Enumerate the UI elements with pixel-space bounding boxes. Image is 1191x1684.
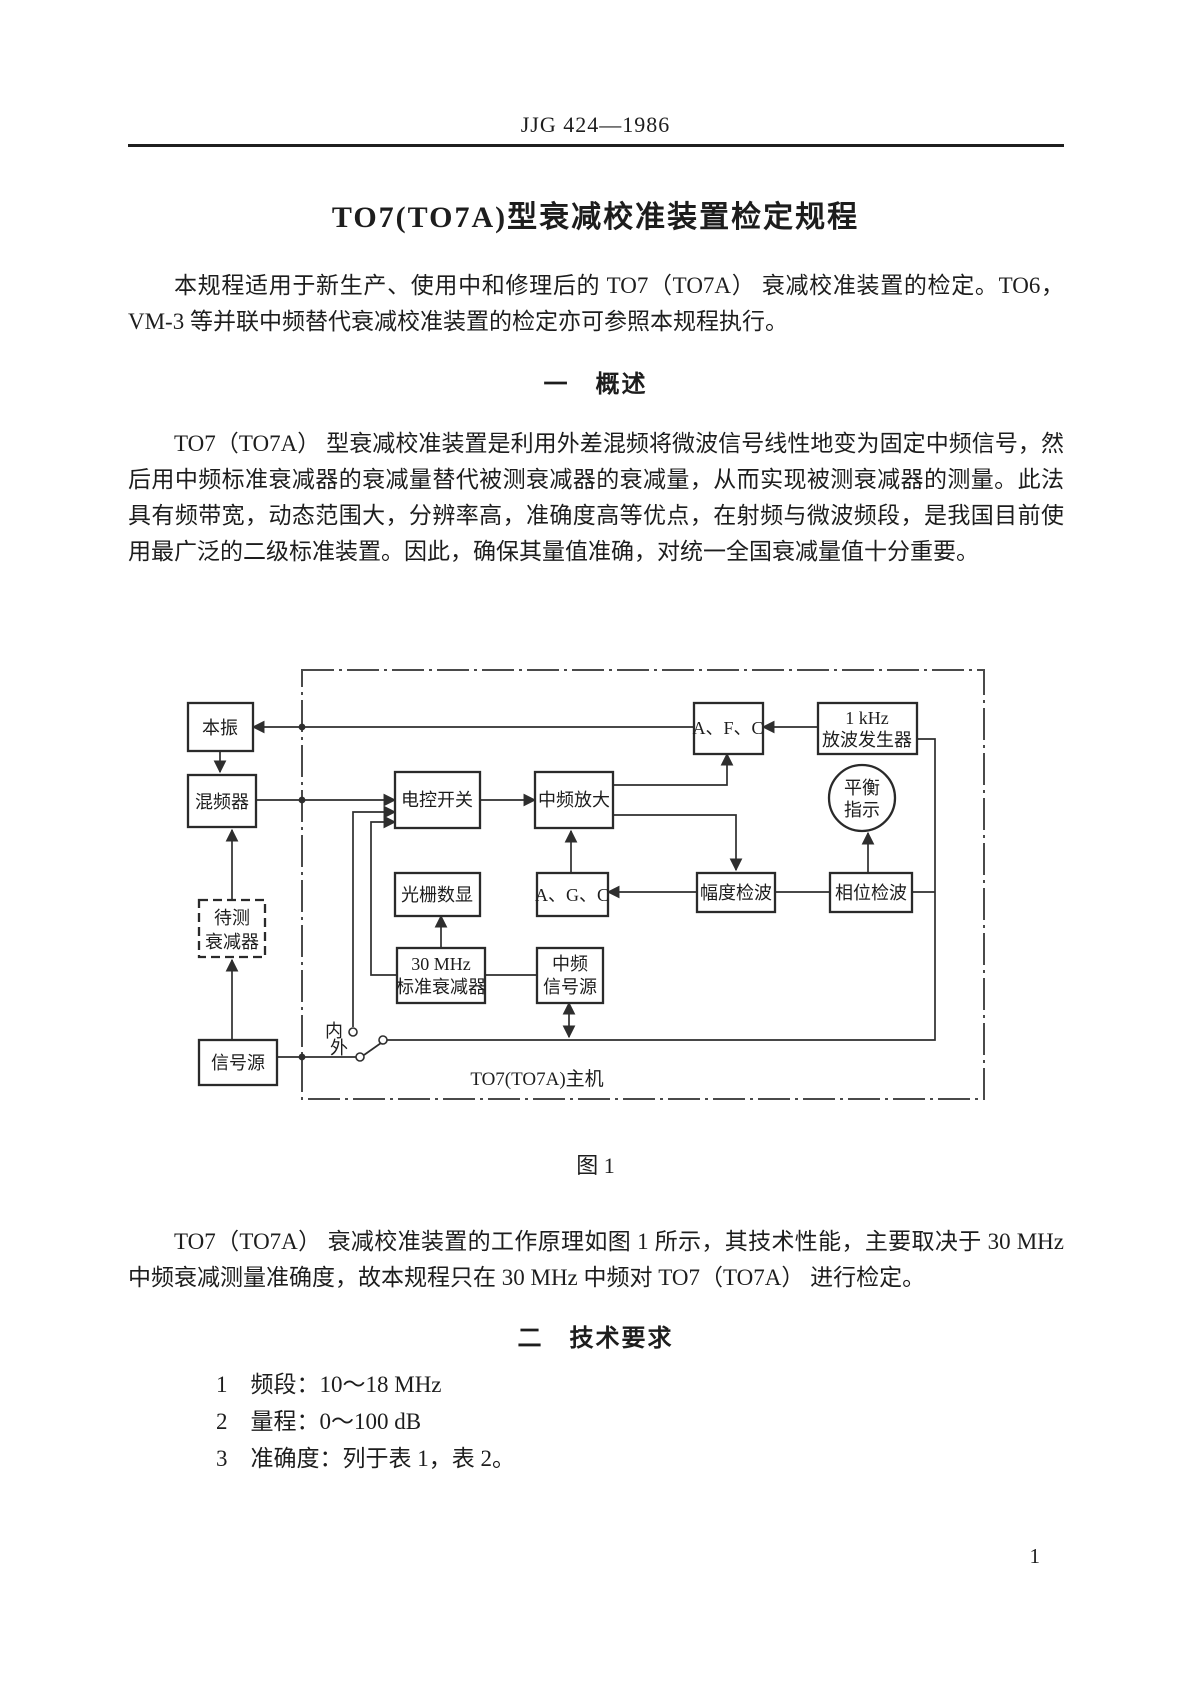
header-rule xyxy=(128,144,1064,147)
internal-contact-circle xyxy=(348,1027,358,1037)
switch-contacts xyxy=(348,1027,388,1062)
electronic-switch-label: 电控开关 xyxy=(401,790,473,810)
grating-display-label: 光栅数显 xyxy=(401,885,473,905)
section2-heading: 二 技术要求 xyxy=(517,1326,674,1352)
balance-label-line1: 平衡 xyxy=(844,778,880,798)
if-amplifier-box xyxy=(533,770,615,830)
switch-external-label: 外 xyxy=(330,1038,348,1058)
local-oscillator-box xyxy=(186,701,255,753)
switch-pivot-circle xyxy=(378,1035,388,1045)
external-contact-circle xyxy=(355,1052,365,1062)
signal-source-box xyxy=(197,1038,279,1087)
squarewave-generator-box xyxy=(816,701,919,756)
diagram-labels: 本振 混频器 待测 衰减器 信号源 电控开关 中频放大 A、F、C 1 kHz … xyxy=(195,708,912,1090)
std-attenuator-label-line1: 30 MHz xyxy=(411,954,471,974)
agc-label: A、G、C xyxy=(535,885,609,905)
agc-box xyxy=(535,871,610,918)
signal-source-label: 信号源 xyxy=(211,1053,265,1073)
grating-display-box xyxy=(393,871,482,918)
after-figure-paragraph: TO7（TO7A） 衰减校准装置的工作原理如图 1 所示，其技术性能，主要取决于… xyxy=(128,1229,1064,1290)
figure-block-diagram: 本振 混频器 待测 衰减器 信号源 电控开关 中频放大 A、F、C 1 kHz … xyxy=(186,669,985,1100)
technical-requirements-list: 1 频段：10～18 MHz 2 量程：0～100 dB 3 准确度：列于表 1… xyxy=(216,1366,515,1477)
if-amp-to-amp-detector-line xyxy=(613,814,743,872)
if-amp-to-afc-line xyxy=(613,752,734,786)
electronic-switch-box xyxy=(393,770,482,830)
section1-heading: 一 概述 xyxy=(543,372,648,398)
if-source-label-line2: 信号源 xyxy=(543,977,597,997)
mixer-box xyxy=(186,773,258,829)
list-item: 3 准确度：列于表 1，表 2。 xyxy=(216,1446,515,1471)
dut-label-line2: 衰减器 xyxy=(205,932,259,952)
page-number: 1 xyxy=(1029,1544,1041,1568)
section1-body: TO7（TO7A） 型衰减校准装置是利用外差混频将微波信号线性地变为固定中频信号… xyxy=(128,431,1064,564)
if-source-box xyxy=(535,946,605,1005)
std-attenuator-to-switch-line xyxy=(370,815,397,976)
mainframe-boundary xyxy=(301,669,985,1100)
diagram-boxes xyxy=(186,701,919,1087)
list-item: 1 频段：10～18 MHz xyxy=(216,1372,442,1397)
amp-detector-box xyxy=(695,871,777,914)
mainframe-label: TO7(TO7A)主机 xyxy=(470,1068,603,1090)
list-item: 2 量程：0～100 dB xyxy=(216,1409,422,1434)
junction-dot xyxy=(298,723,306,731)
if-source-label-line1: 中频 xyxy=(552,954,588,974)
phase-detector-box xyxy=(828,871,914,914)
switch-blade xyxy=(363,1042,382,1056)
junction-dots xyxy=(298,723,306,1061)
std-attenuator-box xyxy=(395,946,487,1005)
connection-lines xyxy=(213,720,936,1058)
if-amplifier-label: 中频放大 xyxy=(538,790,610,810)
intro-paragraph: 本规程适用于新生产、使用中和修理后的 TO7（TO7A） 衰减校准装置的检定。T… xyxy=(128,273,1064,334)
junction-dot xyxy=(298,1053,306,1061)
std-attenuator-label-line2: 标准衰减器 xyxy=(396,977,486,997)
junction-dot xyxy=(298,796,306,804)
page-title: TO7(TO7A)型衰减校准装置检定规程 xyxy=(331,201,860,234)
figure-caption: 图 1 xyxy=(576,1153,615,1178)
dut-attenuator-box xyxy=(197,898,267,959)
document-code-header: JJG 424—1986 xyxy=(520,112,671,137)
dut-label-line1: 待测 xyxy=(214,908,250,928)
afc-label: A、F、C xyxy=(692,718,763,738)
amp-detector-label: 幅度检波 xyxy=(700,883,772,903)
balance-label-line2: 指示 xyxy=(844,800,880,820)
mixer-label: 混频器 xyxy=(195,792,249,812)
afc-box xyxy=(692,701,765,756)
internal-contact-to-switch-line xyxy=(352,805,397,1027)
balance-indicator-circle xyxy=(827,763,897,833)
local-oscillator-label: 本振 xyxy=(202,718,238,738)
phase-detector-label: 相位检波 xyxy=(835,883,907,903)
generator-label-line2: 放波发生器 xyxy=(822,730,912,750)
generator-label-line1: 1 kHz xyxy=(845,708,889,728)
generator-to-switch-bus-line xyxy=(387,738,936,1041)
switch-internal-label: 内 xyxy=(325,1021,343,1041)
